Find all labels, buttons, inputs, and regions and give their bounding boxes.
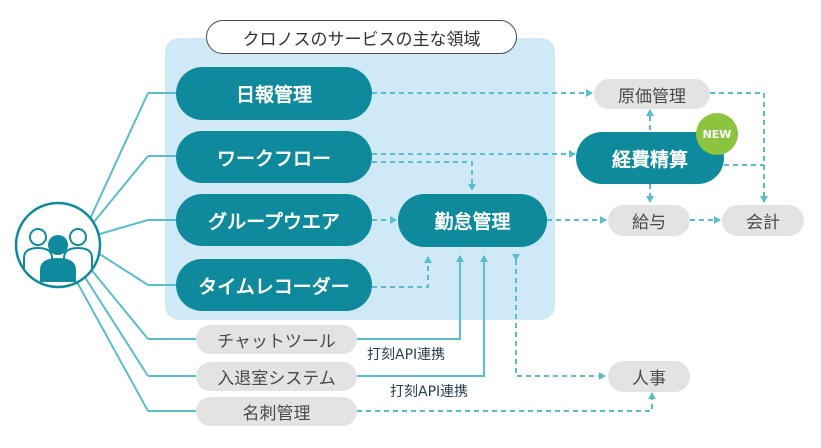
link-kintai-jinji [512,254,606,380]
link-workflow-kintai [372,161,476,191]
diagram-title: クロノスのサービスの主な領域 [206,20,517,54]
service-timerecorder: タイムレコーダー [176,259,372,311]
external-kyuyo: 給与 [608,205,690,236]
api-label-chat: 打刻API連携 [367,347,446,363]
user-link-nippo [83,92,149,233]
external-jinji: 人事 [608,361,690,392]
api-link-chat [357,255,464,340]
user-link-workflow [83,155,149,235]
user-link-meishi [65,261,149,412]
service-nippo: 日報管理 [176,67,372,120]
api-label-nyutaishitsu: 打刻API連携 [390,384,469,400]
external-chat: チャットツール [196,325,357,354]
user-link-nyutaishitsu [73,259,149,377]
service-kintai: 勤怠管理 [398,194,547,247]
external-genka: 原価管理 [594,79,710,109]
service-workflow: ワークフロー [176,131,372,183]
link-timerecorder-kintai [372,256,432,288]
new-badge: NEW [696,113,738,155]
api-link-nyutaishitsu [357,255,488,377]
external-meishi: 名刺管理 [196,397,357,426]
link-meishi-jinji [357,392,656,412]
users-group-icon [14,201,102,289]
service-groupware: グループウエア [176,194,372,246]
external-nyutaishitsu: 入退室システム [196,362,357,391]
external-kaikei: 会計 [722,205,804,236]
